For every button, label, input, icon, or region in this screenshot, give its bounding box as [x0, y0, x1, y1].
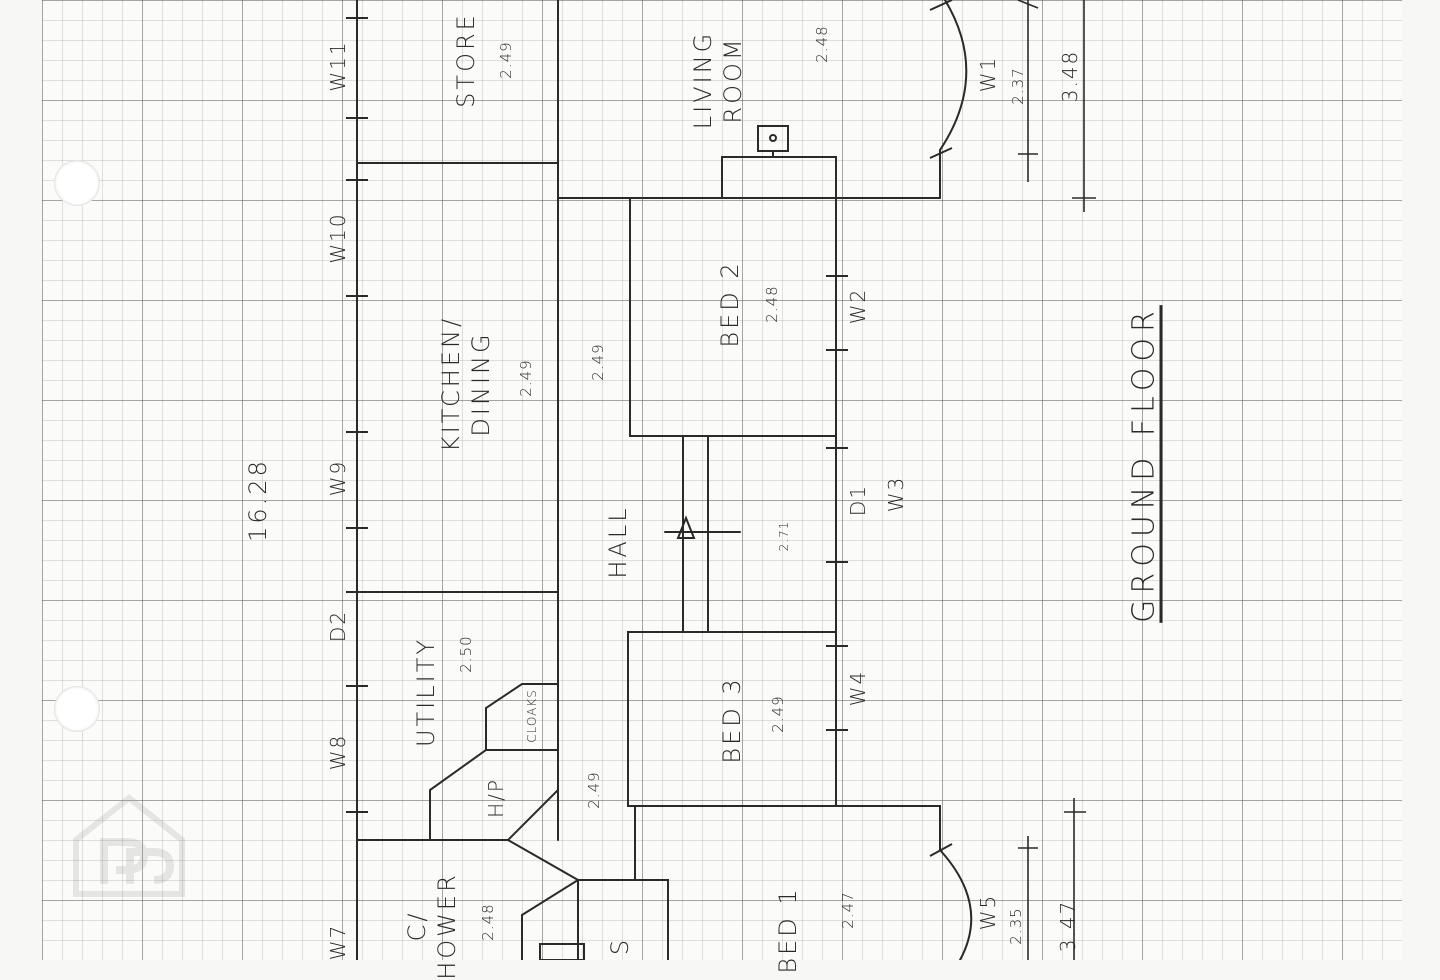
d1-label: D1 — [846, 483, 870, 517]
store-label: STORE — [452, 12, 480, 108]
living-room-height: 2.48 — [813, 25, 831, 63]
bottom-bay-dimension-line — [1064, 798, 1086, 960]
utility-label: UTILITY — [412, 636, 440, 748]
wc-diagonal — [521, 879, 579, 960]
bed1-label: BED 1 — [774, 886, 802, 974]
cloaks-label: CLOAKS — [525, 689, 539, 743]
bed3-height: 2.49 — [769, 695, 787, 733]
hall-height-lower: 2.49 — [585, 771, 603, 809]
bottom-bay-dimension: 3.47 — [1056, 899, 1080, 953]
utility-height: 2.50 — [457, 635, 475, 673]
overall-dimension: 16.28 — [244, 458, 272, 542]
shower-label: C/HOWER — [403, 872, 461, 980]
w9-label: W9 — [326, 459, 350, 497]
kitchen-height: 2.49 — [517, 359, 535, 397]
s-room-label: S — [606, 936, 634, 956]
shower-height: 2.48 — [479, 903, 497, 941]
fireplace-symbol — [757, 125, 789, 152]
chimney-breast — [721, 156, 837, 199]
top-bay-dimension: 3.48 — [1058, 49, 1082, 103]
hall-height-mid: 2.71 — [777, 520, 791, 552]
w7-label: W7 — [326, 923, 350, 961]
bed2-label: BED 2 — [716, 260, 744, 348]
bed1-top-wall — [627, 805, 941, 851]
w8-label: W8 — [326, 733, 350, 771]
w1-dimension-line — [1017, 0, 1039, 182]
floor-plan-drawing — [346, 0, 1096, 960]
bed1-height: 2.47 — [839, 891, 857, 929]
hall-label: HALL — [604, 505, 632, 579]
w5-width: 2.35 — [1007, 907, 1025, 945]
w5-dimension-line — [1018, 836, 1038, 960]
punch-hole-bottom — [54, 686, 100, 732]
w5-door-arc — [939, 849, 973, 960]
store-height: 2.49 — [497, 41, 515, 79]
sheet-title: GROUND FLOOR — [1126, 305, 1162, 623]
w10-label: W10 — [326, 212, 350, 264]
w4-label: W4 — [846, 669, 870, 707]
top-bay-dimension-line — [1072, 0, 1096, 212]
w2-label: W2 — [846, 287, 870, 325]
w1-width: 2.37 — [1009, 67, 1027, 105]
d2-label: D2 — [326, 609, 350, 643]
hall-height-upper: 2.49 — [589, 343, 607, 381]
w11-label: W11 — [326, 40, 350, 92]
wc-wall — [577, 879, 669, 960]
hp-press — [429, 749, 559, 841]
shower-bath-wall — [507, 839, 579, 960]
bed2-height: 2.48 — [763, 285, 781, 323]
bed2-walls — [629, 197, 837, 437]
stairs — [682, 435, 709, 633]
w3-label: W3 — [884, 475, 908, 513]
w5-label: W5 — [976, 893, 1000, 931]
hp-label: H/P — [484, 778, 508, 818]
punch-hole-top — [54, 160, 100, 206]
bed3-label: BED 3 — [718, 676, 746, 764]
stair-arrow — [664, 515, 741, 539]
w1-label: W1 — [976, 55, 1000, 93]
kitchen-dining-label: KITCHEN/DINING — [437, 315, 495, 453]
w1-door-arc — [939, 0, 968, 151]
house-logo-watermark — [73, 794, 185, 897]
toilet-symbol — [539, 943, 585, 960]
